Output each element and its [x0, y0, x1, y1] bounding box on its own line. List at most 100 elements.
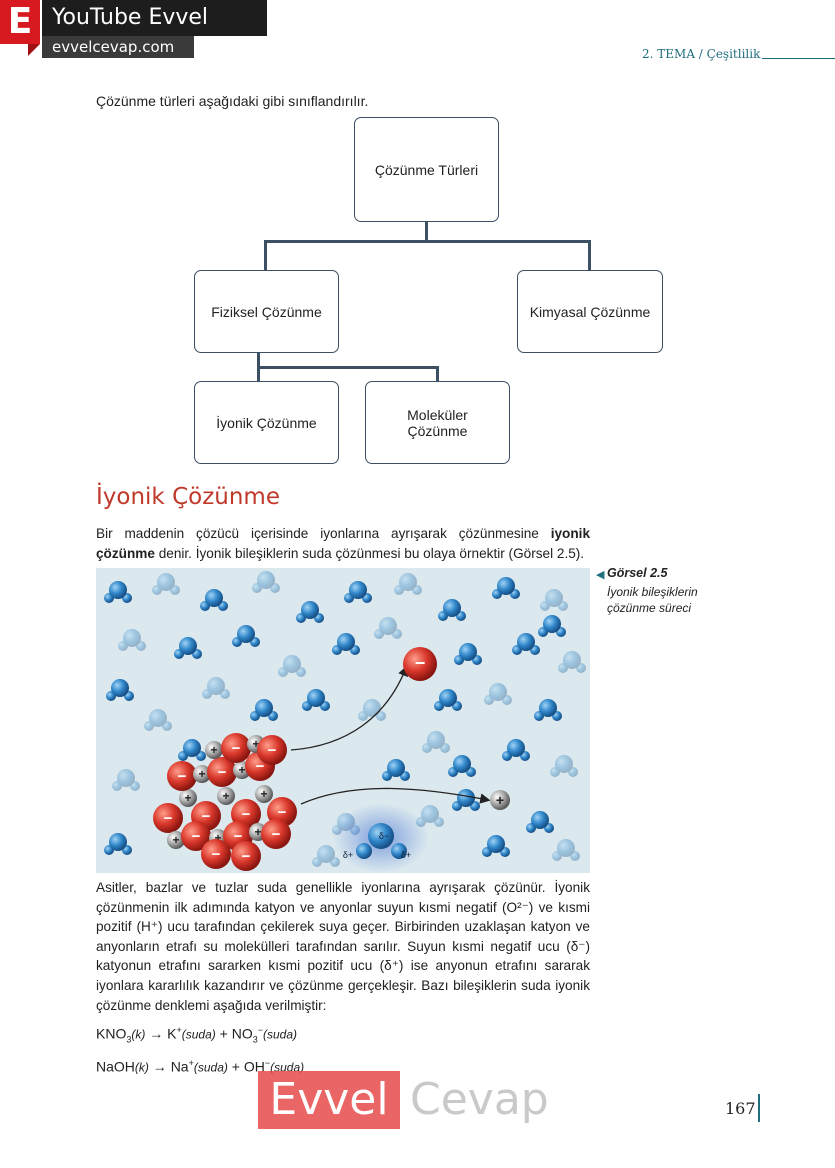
- anion-sign: −: [234, 828, 243, 845]
- caption-pointer-icon: ◀: [596, 569, 605, 581]
- cation-sign: +: [254, 825, 261, 839]
- figure-caption-title: Görsel 2.5: [607, 566, 668, 580]
- cation: [193, 765, 211, 783]
- anion-sign: −: [232, 740, 241, 757]
- anion-sign: −: [178, 768, 187, 785]
- intro-text: Çözünme türleri aşağıdaki gibi sınıfland…: [96, 93, 369, 109]
- water-oxygen: [368, 823, 394, 849]
- eq2-na-ion: Na: [170, 1058, 189, 1075]
- water-molecule: [118, 629, 146, 651]
- diagram-kimyasal-box: Kimyasal Çözünme: [517, 270, 663, 353]
- cation-sign: +: [238, 763, 245, 777]
- anion-sign: −: [202, 808, 211, 825]
- delta-plus-label-right: δ+: [401, 850, 411, 860]
- anion-sign: −: [272, 826, 281, 843]
- water-molecule: [104, 833, 132, 855]
- water-molecule: [200, 589, 228, 611]
- water-molecule: [232, 625, 260, 647]
- anion: [167, 761, 197, 791]
- water-molecule: [112, 769, 140, 791]
- figure-caption-text: İyonik bileşiklerin çözünme süreci: [607, 585, 698, 615]
- cation-sign: +: [172, 833, 179, 847]
- water-molecule: [174, 637, 202, 659]
- eq1-kno: KNO: [96, 1025, 127, 1042]
- ionic-crystal: −+−+−+−+−+−+−−+−+−+−+−−−: [153, 733, 297, 871]
- anion-sign: −: [242, 806, 251, 823]
- anion-sign: −: [256, 758, 265, 775]
- eq1-sub3b: 3: [252, 1034, 258, 1045]
- anion-path-arrow: [290, 665, 408, 751]
- delta-minus-label: δ−: [379, 831, 389, 841]
- water-molecule: [452, 789, 480, 811]
- water-molecule: [512, 633, 540, 655]
- water-molecule: [422, 731, 450, 753]
- water-molecule: [152, 573, 180, 595]
- brand-url[interactable]: evvelcevap.com: [42, 36, 194, 58]
- watermark-cevap: Cevap: [410, 1074, 549, 1125]
- water-molecule: [454, 643, 482, 665]
- water-molecule: [552, 839, 580, 861]
- connector: [264, 240, 267, 271]
- anion: [201, 839, 231, 869]
- water-molecule: [448, 755, 476, 777]
- section-heading: İyonik Çözünme: [96, 484, 280, 510]
- water-molecule: [358, 699, 386, 721]
- diagram-molekuler-label-2: Çözünme: [407, 422, 468, 439]
- cation: [255, 785, 273, 803]
- anion: [207, 757, 237, 787]
- eq2-plus: +: [227, 1058, 244, 1075]
- eq1-sup-minus: −: [257, 1025, 264, 1035]
- eq1-state-aq1: (suda): [181, 1027, 216, 1042]
- connector: [588, 240, 591, 271]
- eq2-naoh: NaOH: [96, 1058, 135, 1075]
- free-cation: [490, 790, 510, 810]
- water-molecule: [178, 739, 206, 761]
- term-iyonik-cozunme: iyonik çözünme: [96, 526, 590, 561]
- page-number-bar: [758, 1094, 760, 1122]
- water-molecule: [374, 617, 402, 639]
- free-anion-sign: −: [415, 653, 426, 673]
- connector: [257, 366, 439, 369]
- water-molecule: [344, 581, 372, 603]
- anion-sign: −: [268, 742, 277, 759]
- water-molecule: [540, 589, 568, 611]
- eq2-sup-plus: +: [188, 1058, 194, 1068]
- anion: [231, 841, 261, 871]
- eq2-oh: OH: [243, 1058, 265, 1075]
- anion: [181, 821, 211, 851]
- eq2-arrow: →: [148, 1058, 171, 1075]
- figure-ionic-dissolution: −+−+−+−+−+−+−−+−+−+−+−−− − + δ− δ+ δ+: [96, 568, 590, 873]
- page-number: 167: [725, 1099, 756, 1118]
- water-molecule: [550, 755, 578, 777]
- cation: [167, 831, 185, 849]
- water-molecule: [106, 679, 134, 701]
- cation-sign: +: [252, 737, 259, 751]
- connector: [425, 222, 428, 242]
- eq1-arrow: →: [145, 1025, 168, 1042]
- water-molecule: [558, 651, 586, 673]
- eq1-sup-plus: +: [176, 1025, 182, 1035]
- paragraph-explanation: Asitler, bazlar ve tuzlar suda genellikl…: [96, 880, 590, 1013]
- water-molecule: [394, 573, 422, 595]
- paragraph-definition: Bir maddenin çözücü içerisinde iyonların…: [96, 524, 590, 563]
- water-molecule: [252, 571, 280, 593]
- water-molecule: [104, 581, 132, 603]
- connector: [264, 240, 591, 243]
- diagram-fiziksel-box: Fiziksel Çözünme: [194, 270, 339, 353]
- cation: [205, 741, 223, 759]
- eq2-state-aq1: (suda): [193, 1060, 228, 1075]
- cation-sign: +: [184, 791, 191, 805]
- anion-sign: −: [192, 828, 201, 845]
- water-hydrogen: [356, 843, 372, 859]
- anion-sign: −: [278, 804, 287, 821]
- water-molecule: [302, 689, 330, 711]
- cation-sign: +: [222, 789, 229, 803]
- eq1-plus: +: [215, 1025, 232, 1042]
- eq1-state-aq2: (suda): [263, 1027, 298, 1042]
- anion-sign: −: [212, 846, 221, 863]
- cation-sign: +: [260, 787, 267, 801]
- anion-sign: −: [242, 848, 251, 865]
- free-anion: [403, 647, 437, 681]
- cation-sign: +: [214, 831, 221, 845]
- eq1-no: NO: [231, 1025, 253, 1042]
